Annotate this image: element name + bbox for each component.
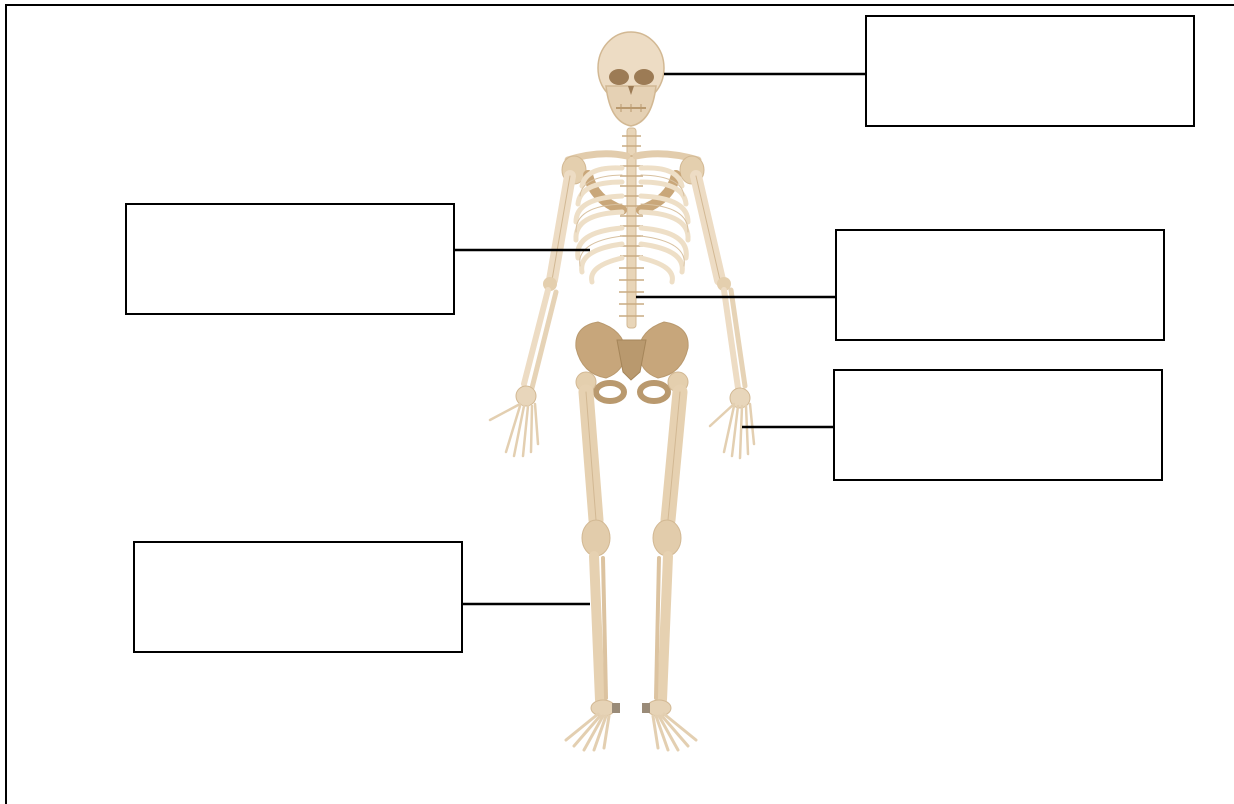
label-box-hand[interactable] <box>833 369 1163 481</box>
skull <box>598 32 664 126</box>
label-box-ribcage[interactable] <box>125 203 455 315</box>
label-box-leg-text[interactable] <box>135 582 461 613</box>
label-box-leg[interactable] <box>133 541 463 653</box>
label-box-spine-text[interactable] <box>837 270 1163 301</box>
label-box-spine[interactable] <box>835 229 1165 341</box>
feet <box>566 700 696 750</box>
label-box-skull[interactable] <box>865 15 1195 127</box>
legs <box>582 392 681 700</box>
label-box-ribcage-text[interactable] <box>127 244 453 275</box>
label-box-hand-text[interactable] <box>835 410 1161 441</box>
label-box-skull-text[interactable] <box>867 56 1193 87</box>
skeleton-illustration <box>490 32 754 750</box>
